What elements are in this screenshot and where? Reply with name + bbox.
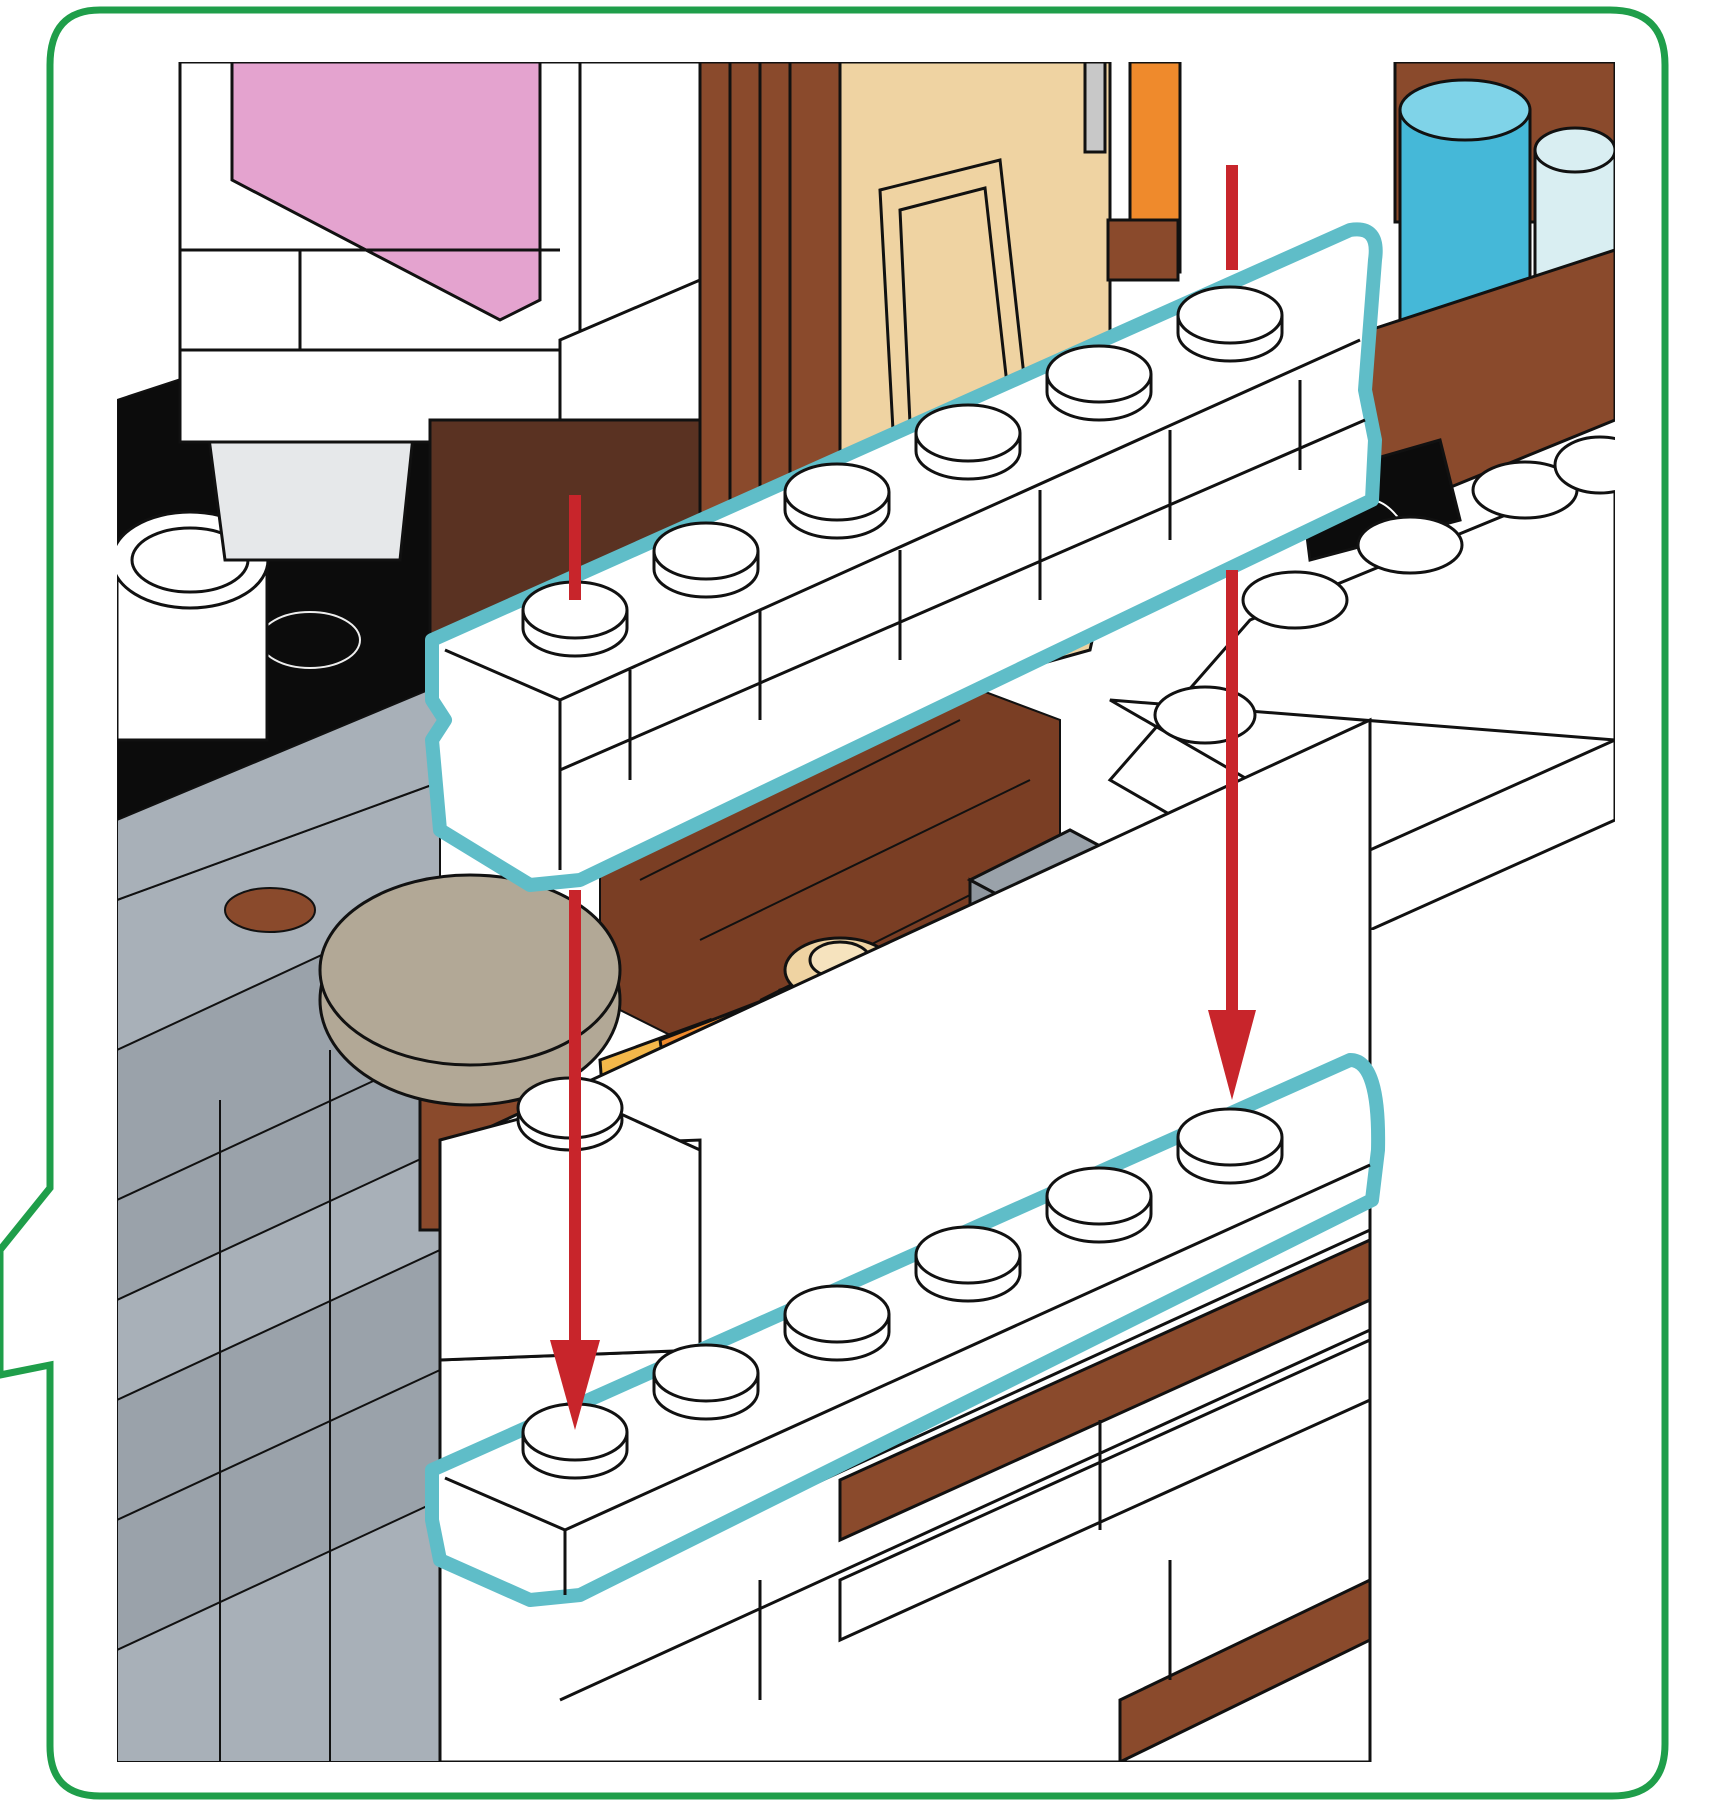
lego-stud-icon <box>916 405 1020 479</box>
lego-stud-icon <box>785 464 889 538</box>
lego-stud-icon <box>1178 287 1282 361</box>
lego-stud-icon <box>1178 1109 1282 1183</box>
scene-content <box>112 62 1645 1762</box>
lego-stud-icon <box>1047 1168 1151 1242</box>
lego-stud-icon <box>916 1227 1020 1301</box>
lego-stud-icon <box>654 523 758 597</box>
lego-stud-icon <box>785 1286 889 1360</box>
lego-stud-icon <box>654 1345 758 1419</box>
lego-stud-icon <box>1047 346 1151 420</box>
